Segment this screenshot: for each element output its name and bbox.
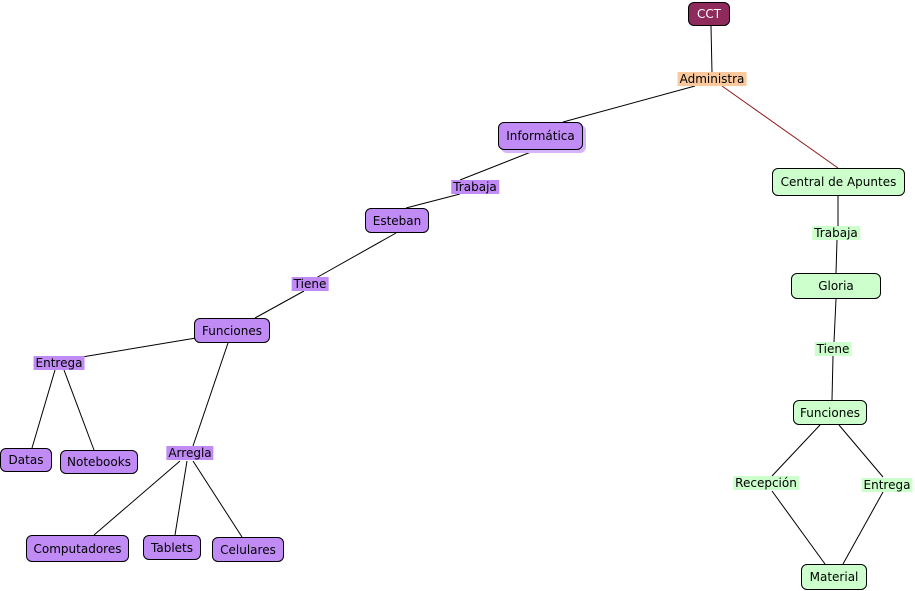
link-arregla-celulares (192, 460, 243, 538)
link-funciones-arregla (192, 342, 229, 447)
linking-phrase-administra[interactable]: Administra (677, 72, 747, 86)
link-administra-informatica (562, 85, 696, 123)
link-funciones-entrega (81, 337, 197, 358)
link-arregla-computadores (93, 460, 181, 536)
concept-esteban[interactable]: Esteban (365, 208, 429, 233)
linking-phrase-trabaja-left[interactable]: Trabaja (451, 180, 499, 194)
link-informatica-trabaja (459, 149, 537, 181)
linking-phrase-recepcion[interactable]: Recepción (733, 476, 799, 490)
link-funciones-entrega-right (838, 424, 884, 478)
concept-cct[interactable]: CCT (688, 2, 730, 26)
link-trabaja-gloria (835, 239, 838, 274)
concept-central-de-apuntes[interactable]: Central de Apuntes (772, 168, 905, 196)
concept-celulares[interactable]: Celulares (212, 537, 284, 562)
concept-computadores[interactable]: Computadores (26, 535, 129, 562)
link-recepcion-material (771, 490, 826, 565)
link-cct-administra (710, 25, 713, 74)
link-entrega-notebooks (63, 369, 95, 451)
link-tiene-funciones (254, 290, 305, 319)
concept-datas[interactable]: Datas (0, 448, 52, 472)
concept-tablets[interactable]: Tablets (143, 535, 201, 560)
link-esteban-tiene (315, 232, 397, 279)
concept-notebooks[interactable]: Notebooks (60, 450, 138, 474)
linking-phrase-entrega-left[interactable]: Entrega (33, 356, 85, 370)
concept-gloria[interactable]: Gloria (791, 273, 881, 299)
concept-funciones-left[interactable]: Funciones (194, 318, 270, 343)
link-trabaja-esteban (405, 193, 461, 209)
linking-phrase-tiene-right[interactable]: Tiene (814, 342, 852, 356)
concept-informatica[interactable]: Informática (498, 122, 583, 150)
linking-phrase-trabaja-right[interactable]: Trabaja (812, 226, 860, 240)
link-gloria-tiene (833, 298, 837, 343)
linking-phrase-entrega-right[interactable]: Entrega (861, 478, 913, 492)
link-entrega-datas (31, 369, 56, 449)
link-administra-central (721, 85, 839, 169)
link-arregla-tablets (174, 460, 188, 536)
link-entrega-material (842, 491, 884, 565)
concept-funciones-right[interactable]: Funciones (793, 400, 867, 425)
linking-phrase-arregla[interactable]: Arregla (166, 446, 214, 460)
link-funciones-recepcion (771, 424, 821, 477)
linking-phrase-tiene-left[interactable]: Tiene (291, 277, 329, 291)
link-tiene-funciones-right (831, 355, 834, 401)
concept-material[interactable]: Material (801, 564, 867, 590)
